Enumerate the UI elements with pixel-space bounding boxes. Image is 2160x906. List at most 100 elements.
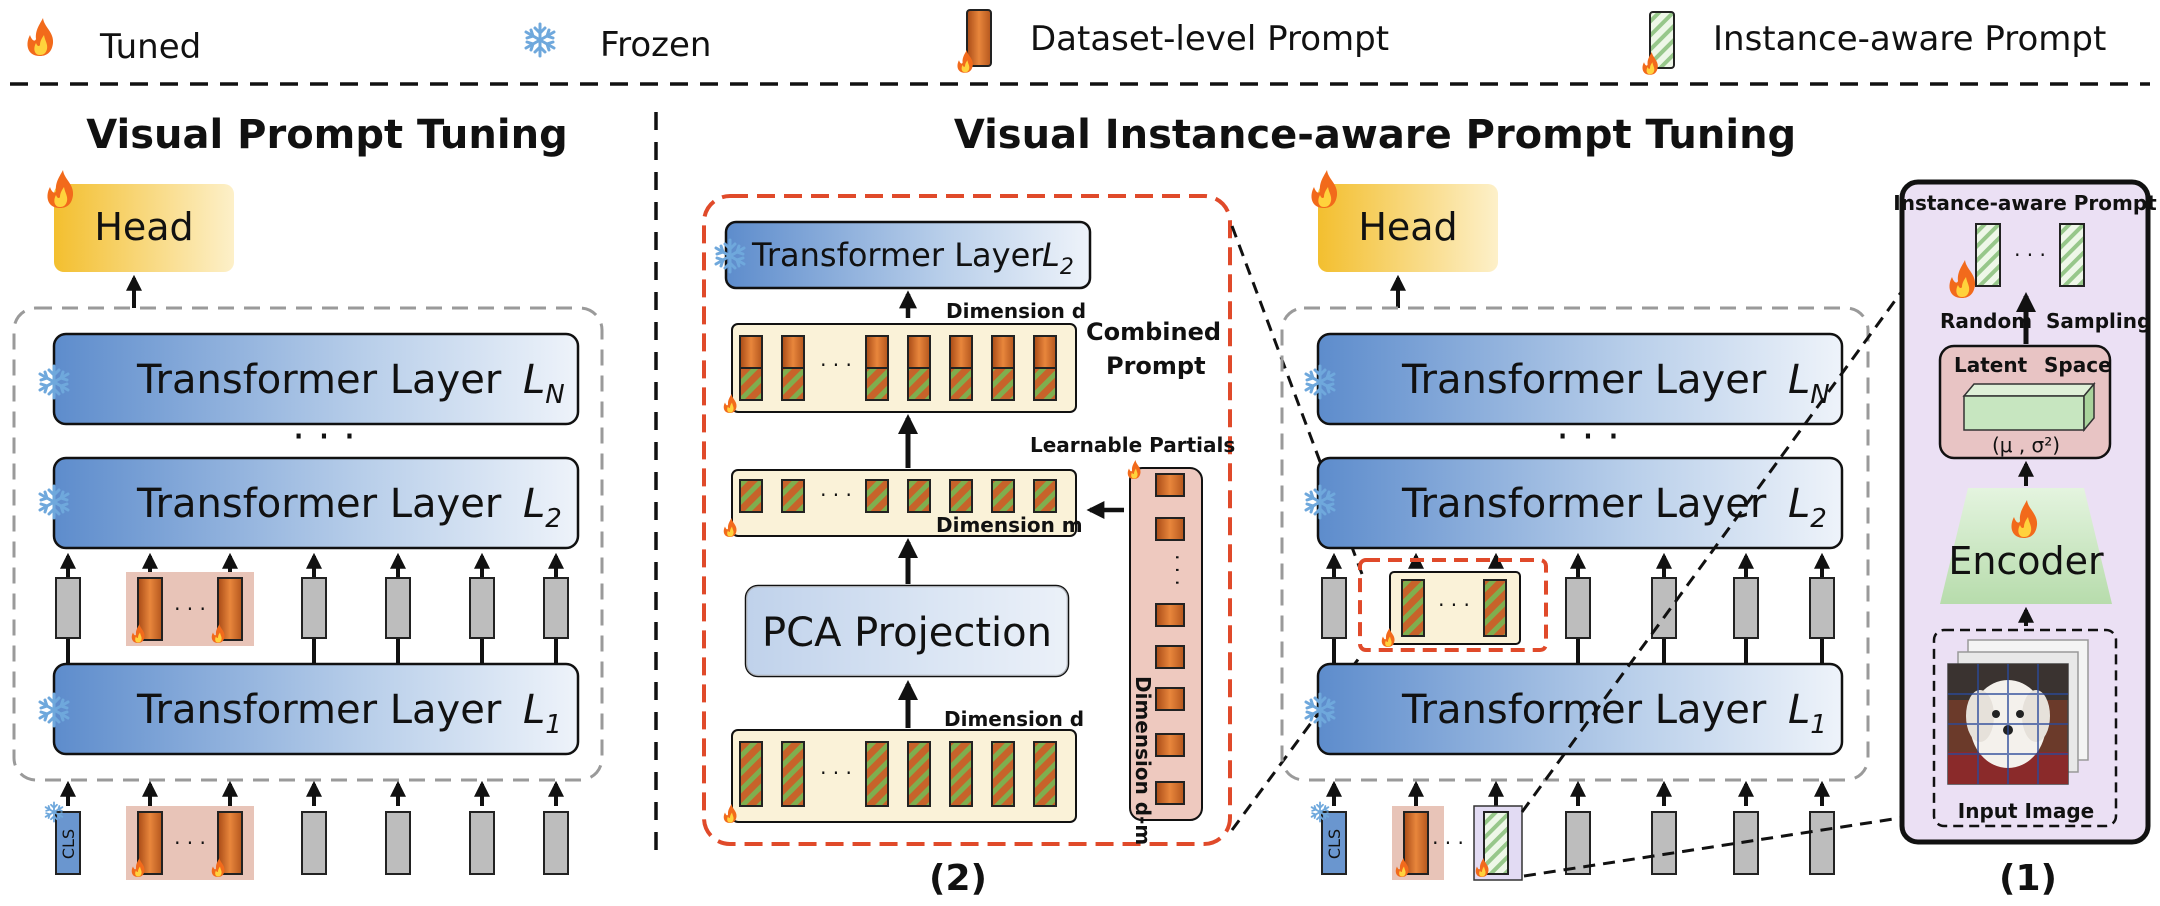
- left-head-label: Head: [94, 205, 193, 249]
- legend-frozen: Frozen: [600, 25, 711, 65]
- legend-dataset-prompt-swatch: [966, 9, 992, 67]
- latent-label: Latent: [1954, 353, 2028, 377]
- combined-prompt-line1: Combined: [1086, 318, 1221, 346]
- cls-token: [55, 811, 81, 875]
- left-layer-2-symbol: L2: [523, 481, 562, 534]
- dim-dm: Dimension d-m: [1131, 676, 1155, 845]
- left-layer-1-label: Transformer Layer: [136, 687, 502, 733]
- token: [385, 577, 411, 639]
- flame-icon: [47, 170, 74, 208]
- token: [1809, 811, 1835, 875]
- mid-layer-2-label: Transformer Layer: [751, 236, 1044, 274]
- instance-prompt-token: [1483, 811, 1509, 875]
- snowflake-icon: [524, 22, 556, 58]
- left-panel-title: Visual Prompt Tuning: [86, 112, 567, 158]
- token: [543, 577, 569, 639]
- dataset-prompt-token: [1403, 811, 1429, 875]
- legend: Tuned Frozen Dataset-level Prompt Instan…: [27, 9, 2106, 75]
- instance-prompt-token: [2059, 223, 2085, 287]
- right-layer-ellipsis: · · ·: [1556, 414, 1620, 460]
- legend-tuned: Tuned: [99, 27, 201, 67]
- token: [1321, 577, 1347, 639]
- token: [1565, 577, 1591, 639]
- instance-connector: [1520, 227, 1950, 813]
- token: [55, 577, 81, 639]
- right-layer-n-symbol: LN: [1788, 357, 1830, 410]
- mid-layer-2-symbol: L2: [1042, 236, 1074, 280]
- legend-dataset-prompt: Dataset-level Prompt: [1030, 19, 1389, 59]
- right-input-arrows: [1326, 780, 1830, 806]
- token: [1565, 811, 1591, 875]
- sampling-label: Sampling: [2046, 309, 2151, 333]
- token-ellipsis: · · ·: [820, 483, 852, 507]
- legend-instance-prompt: Instance-aware Prompt: [1713, 19, 2106, 59]
- right-layer-2-label: Transformer Layer: [1401, 481, 1767, 527]
- instance-prompt-box: [731, 729, 1077, 823]
- flame-icon: [1127, 460, 1141, 479]
- space-label: Space: [2044, 353, 2112, 377]
- combined-prompt-token: [1401, 579, 1425, 637]
- combined-prompt-tokens: [739, 335, 1057, 401]
- instance-prompt-tokens: [739, 741, 1057, 807]
- encoder-shape: [1940, 488, 2112, 604]
- input-image-label: Input Image: [1958, 799, 2094, 823]
- right-head-label: Head: [1358, 205, 1457, 249]
- left-input-arrows: [60, 780, 564, 806]
- pca-prompt-box: [731, 469, 1077, 537]
- dim-m: Dimension m: [936, 513, 1083, 537]
- learnable-partials: Learnable Partials: [1030, 433, 1235, 457]
- token: [469, 577, 495, 639]
- cls-token-label: CLS: [59, 829, 78, 859]
- learnable-partial-tokens: [1155, 473, 1185, 805]
- pca-projection-label: PCA Projection: [762, 610, 1052, 656]
- token: [301, 577, 327, 639]
- token-ellipsis: · · ·: [820, 353, 852, 377]
- token: [301, 811, 327, 875]
- caption-2: (2): [929, 858, 987, 899]
- dataset-prompt-token: [217, 577, 243, 641]
- instance-panel: Instance-aware Prompt · · · Random Sampl…: [1893, 179, 2157, 899]
- combined-prompt-box: [731, 323, 1077, 413]
- random-label: Random: [1940, 309, 2032, 333]
- cls-token: [1321, 811, 1347, 875]
- legend-instance-prompt-swatch: [1649, 11, 1675, 69]
- flame-icon: [1311, 170, 1338, 208]
- token-ellipsis: · · ·: [1432, 831, 1464, 855]
- token: [1651, 811, 1677, 875]
- right-layer-n: [1316, 332, 1844, 426]
- token: [385, 811, 411, 875]
- latent-cube: [1963, 395, 2085, 431]
- left-encoder-frame: [12, 306, 604, 782]
- left-panel: Visual Prompt Tuning Head Transformer La…: [12, 112, 604, 880]
- right-panel: Head Transformer Layer LN · · · Transfor…: [1280, 170, 1950, 881]
- left-layer-2-label: Transformer Layer: [136, 481, 502, 527]
- middle-panel: Visual Instance-aware Prompt Tuning Tran…: [702, 112, 1796, 899]
- right-layer-n-label: Transformer Layer: [1401, 357, 1767, 403]
- left-layer-1-symbol: L1: [523, 687, 562, 740]
- token: [1733, 577, 1759, 639]
- combined-prompt-line2: Prompt: [1106, 352, 1206, 380]
- flame-icon: [27, 18, 54, 56]
- pca-prompt-tokens: [739, 479, 1057, 513]
- learnable-partials-column: [1129, 467, 1203, 821]
- instance-connector: [1523, 816, 1901, 878]
- token-ellipsis: · · ·: [174, 597, 206, 621]
- token-ellipsis: · · ·: [174, 831, 206, 855]
- dog-image: [1947, 663, 2069, 785]
- zoom-highlight: [1358, 558, 1548, 652]
- mu-sigma: (μ , σ²): [1992, 433, 2060, 457]
- instance-prompt-token: [1975, 223, 2001, 287]
- dim-d-bottom: Dimension d: [944, 707, 1084, 731]
- token-ellipsis: · · ·: [1438, 593, 1470, 617]
- dim-d-top: Dimension d: [946, 299, 1086, 323]
- left-head-box: [54, 184, 234, 272]
- right-layer-1-symbol: L1: [1788, 687, 1827, 740]
- token: [469, 811, 495, 875]
- prompt-construction-frame: [702, 194, 1232, 846]
- token-ellipsis: · · ·: [820, 761, 852, 785]
- right-mid-arrows: [1326, 552, 1830, 664]
- token: [1809, 577, 1835, 639]
- input-image-frame: [1932, 628, 2118, 828]
- right-layer-2-symbol: L2: [1788, 481, 1827, 534]
